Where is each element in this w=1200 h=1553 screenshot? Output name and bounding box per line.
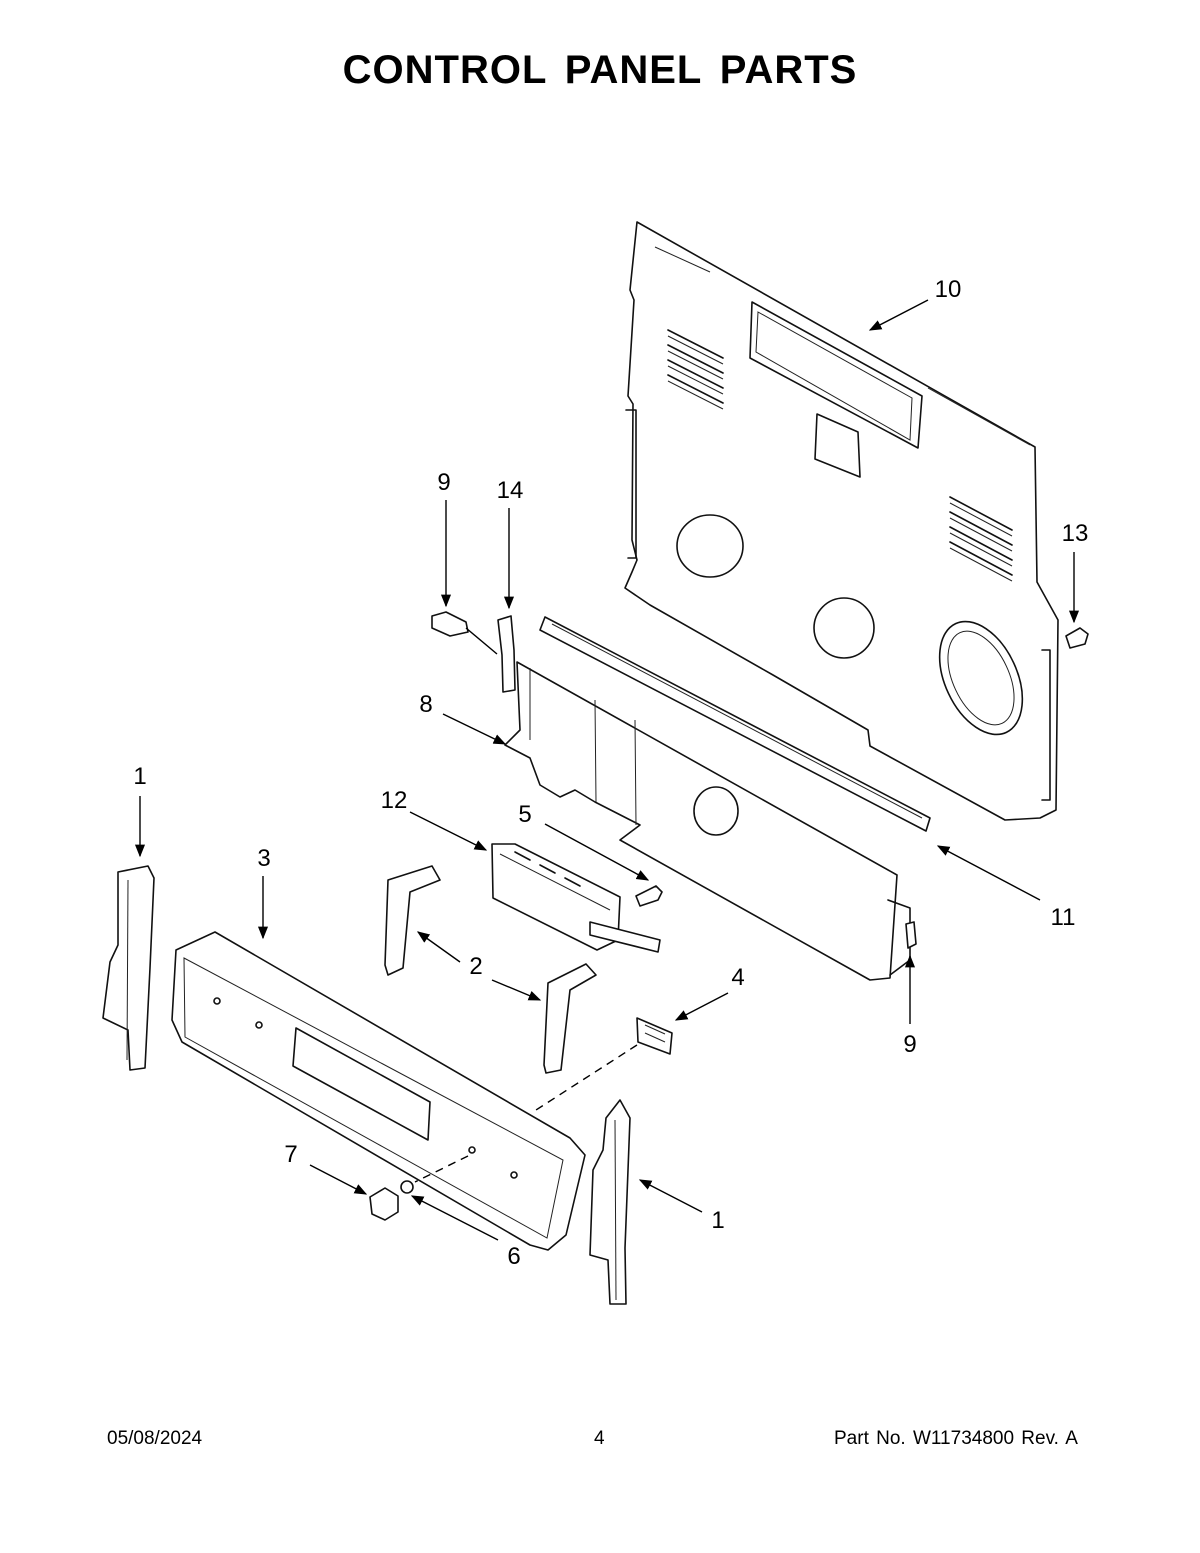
control-console	[171, 931, 586, 1251]
footer-date: 05/08/2024	[107, 1428, 203, 1449]
channel-bracket	[539, 616, 931, 832]
callout-4: 4	[731, 964, 744, 991]
side-trim-left	[102, 865, 155, 1071]
callout-11: 11	[1051, 904, 1076, 931]
callout-7: 7	[284, 1141, 297, 1168]
callout-1-left: 1	[133, 763, 146, 790]
callout-13: 13	[1062, 520, 1089, 547]
selector-switch	[636, 1017, 673, 1055]
callout-5: 5	[518, 801, 531, 828]
bracket-clip-14	[497, 615, 516, 693]
callout-14: 14	[497, 477, 524, 504]
callout-9-top: 9	[437, 469, 450, 496]
rear-shield-panel	[624, 221, 1059, 821]
page-title: CONTROL PANEL PARTS	[342, 48, 858, 92]
mounting-bracket-right	[543, 963, 597, 1074]
footer-part-number: Part No. W11734800 Rev. A	[834, 1428, 1078, 1449]
callout-8: 8	[419, 691, 432, 718]
callout-3: 3	[257, 845, 270, 872]
footer-page-number: 4	[594, 1428, 605, 1449]
control-panel-bracket	[504, 661, 911, 981]
knob-stem	[400, 1180, 414, 1194]
side-trim-right	[589, 1099, 631, 1305]
electronic-control-board	[491, 843, 661, 953]
callout-12: 12	[381, 787, 408, 814]
callout-1-right: 1	[711, 1207, 724, 1234]
callout-9-right: 9	[903, 1031, 916, 1058]
screw-5	[635, 885, 663, 907]
callout-2: 2	[469, 953, 482, 980]
mounting-bracket-left	[384, 865, 441, 976]
screw-13	[1065, 627, 1089, 649]
callout-6: 6	[507, 1243, 520, 1270]
control-knob	[369, 1187, 399, 1221]
screw-9-top	[431, 611, 469, 637]
callout-10: 10	[935, 276, 962, 303]
screw-9-right	[905, 921, 917, 949]
